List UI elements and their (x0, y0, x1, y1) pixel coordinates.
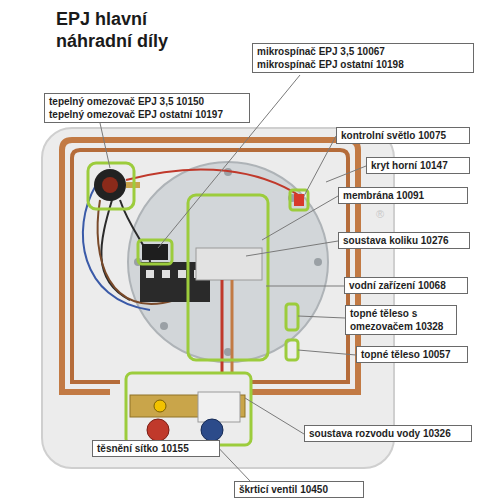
highlight (126, 373, 251, 445)
highlight (88, 163, 134, 209)
leader-line (298, 350, 356, 355)
microswitch (142, 244, 168, 260)
part-callout: těsnění sítko 10155 (92, 440, 220, 457)
indicator-light (294, 194, 304, 206)
leader-line (298, 316, 345, 318)
part-label: kryt horní 10147 (371, 159, 465, 172)
wire (83, 185, 150, 310)
ground-symbol (154, 400, 166, 412)
part-label: mikrospínač EPJ 3,5 10067 (257, 45, 469, 58)
tank-disc (128, 162, 328, 362)
thermostat-knob (94, 169, 126, 201)
highlight (188, 195, 268, 360)
part-label: škrticí ventil 10450 (239, 483, 359, 496)
leader-line (100, 123, 110, 168)
part-label: tepelný omezovač EPJ ostatní 10197 (49, 108, 245, 121)
rod (231, 280, 234, 372)
part-label: membrána 10091 (343, 189, 463, 202)
base-plate (42, 128, 394, 468)
part-label: mikrospínač EPJ ostatní 10198 (257, 58, 469, 71)
leader-line (266, 286, 344, 287)
rod (221, 280, 224, 372)
leader-line (326, 166, 366, 182)
terminal (162, 270, 170, 278)
leader-line (262, 196, 338, 240)
part-label: topné těleso s omezovačem 10328 (350, 307, 452, 333)
part-label: těsnění sítko 10155 (97, 442, 215, 455)
hot-knob (147, 419, 169, 441)
part-callout: mikrospínač EPJ 3,5 10067mikrospínač EPJ… (252, 43, 474, 73)
terminal (146, 270, 154, 278)
part-callout: škrticí ventil 10450 (234, 481, 364, 498)
part-callout: topné těleso s omezovačem 10328 (345, 305, 457, 335)
part-label: soustava rozvodu vody 10326 (309, 427, 467, 440)
part-callout: vodní zařízení 10068 (344, 277, 468, 294)
bracket (196, 248, 262, 280)
part-callout: membrána 10091 (338, 187, 468, 204)
highlight (138, 240, 172, 264)
valve-body (198, 392, 240, 422)
part-label: tepelný omezovač EPJ 3,5 10150 (49, 95, 245, 108)
bolt (314, 258, 322, 266)
part-callout: soustava koliku 10276 (338, 232, 470, 249)
part-callout: kryt horní 10147 (366, 157, 470, 174)
highlight-group (88, 163, 308, 445)
terminal (178, 270, 186, 278)
part-label: vodní zařízení 10068 (349, 279, 463, 292)
part-callout: tepelný omezovač EPJ 3,5 10150tepelný om… (44, 93, 250, 123)
title: EPJ hlavní náhradní díly (56, 8, 206, 52)
part-callout: soustava rozvodu vody 10326 (304, 425, 472, 442)
part-label: topné těleso 10057 (361, 348, 463, 361)
leader-line (246, 241, 338, 256)
cold-knob (201, 419, 223, 441)
bolt (160, 322, 168, 330)
part-callout: topné těleso 10057 (356, 346, 468, 363)
wire (126, 169, 300, 196)
part-callout: kontrolní světlo 10075 (336, 127, 470, 144)
leader-line (304, 136, 336, 196)
leader-lines (100, 75, 366, 481)
part-label: kontrolní světlo 10075 (341, 129, 465, 142)
thermostat-knob (102, 177, 118, 193)
highlight (286, 340, 298, 360)
registered-mark: ® (376, 208, 384, 220)
highlight (286, 304, 298, 330)
part-label: soustava koliku 10276 (343, 234, 465, 247)
leader-line (245, 398, 304, 434)
